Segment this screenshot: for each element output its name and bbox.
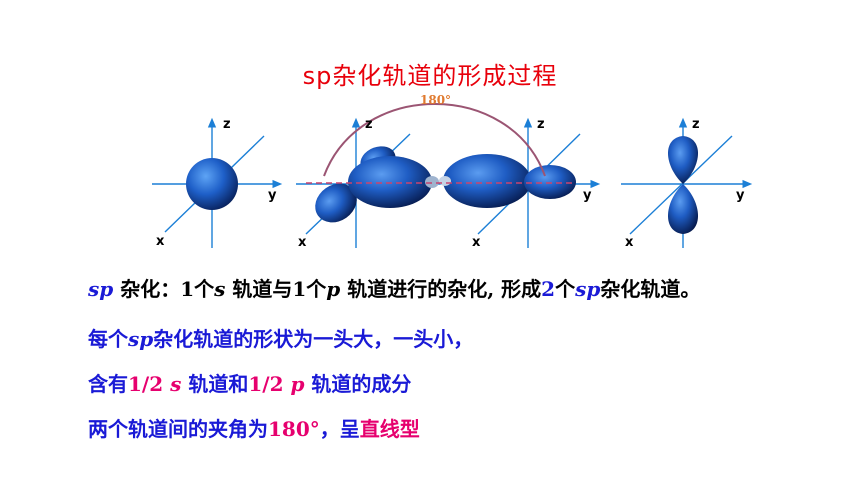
term-s: s [214,277,226,301]
sp-orbitals-panel: 180° z z y x x [296,93,601,250]
slide-title: sp杂化轨道的形成过程 [302,62,558,90]
text: ，呈 [319,417,360,441]
text: 杂化轨道。 [600,277,701,301]
term-sp: sp [575,277,601,301]
axis-z-label: z [692,117,700,132]
fraction: 1/2 [248,372,291,396]
angle-line: 两个轨道间的夹角为180°，呈直线型 [88,413,420,442]
term-sp: sp [128,327,154,351]
term-sp: sp [88,277,114,301]
angle-label: 180° [420,93,451,107]
text: 轨道和 [181,372,249,396]
term-s: s [170,372,182,396]
p-orbital-panel: z y x [621,117,753,250]
text: 轨道与1个 [225,277,327,301]
axis-z-label: z [537,117,545,132]
axis-x-label: x [156,234,165,249]
axis-z-label: z [223,117,231,132]
text: 个 [555,277,576,301]
term-p: p [326,277,341,301]
text: 轨道的成分 [304,372,412,396]
axis-x-label: x [472,235,481,250]
axis-z-label: z [365,117,373,132]
geometry-term: 直线型 [359,417,420,441]
axis-y-label: y [583,188,592,203]
fraction: 1/2 [128,372,171,396]
text: 每个 [88,327,128,351]
axis-y-label: y [736,188,745,203]
s-orbital-sphere [186,158,238,210]
axis-x-label: x [625,235,634,250]
axis-y-label: y [268,188,277,203]
sp-hybridization-diagram: z y x 180° z z y x x [152,93,753,250]
angle-arc [323,103,546,177]
shape-line: 每个sp杂化轨道的形状为一头大，一头小， [88,323,473,352]
count: 2 [541,277,556,301]
axis-x-label: x [298,235,307,250]
s-orbital-panel: z y x [152,117,283,249]
p-orbital-upper-lobe [667,136,699,184]
p-orbital-lower-lobe [667,184,699,234]
text: 轨道进行的杂化, 形成 [340,277,542,301]
text: 杂化轨道的形状为一头大，一头小， [153,327,474,351]
composition-line: 含有1/2 s 轨道和1/2 p 轨道的成分 [88,368,411,397]
text: 两个轨道间的夹角为 [88,417,268,441]
angle-value: 180° [268,417,320,441]
text: 杂化：1个 [113,277,215,301]
text: 含有 [88,372,128,396]
term-p: p [290,372,305,396]
definition-line: sp 杂化：1个s 轨道与1个p 轨道进行的杂化, 形成2个sp杂化轨道。 [88,273,700,302]
